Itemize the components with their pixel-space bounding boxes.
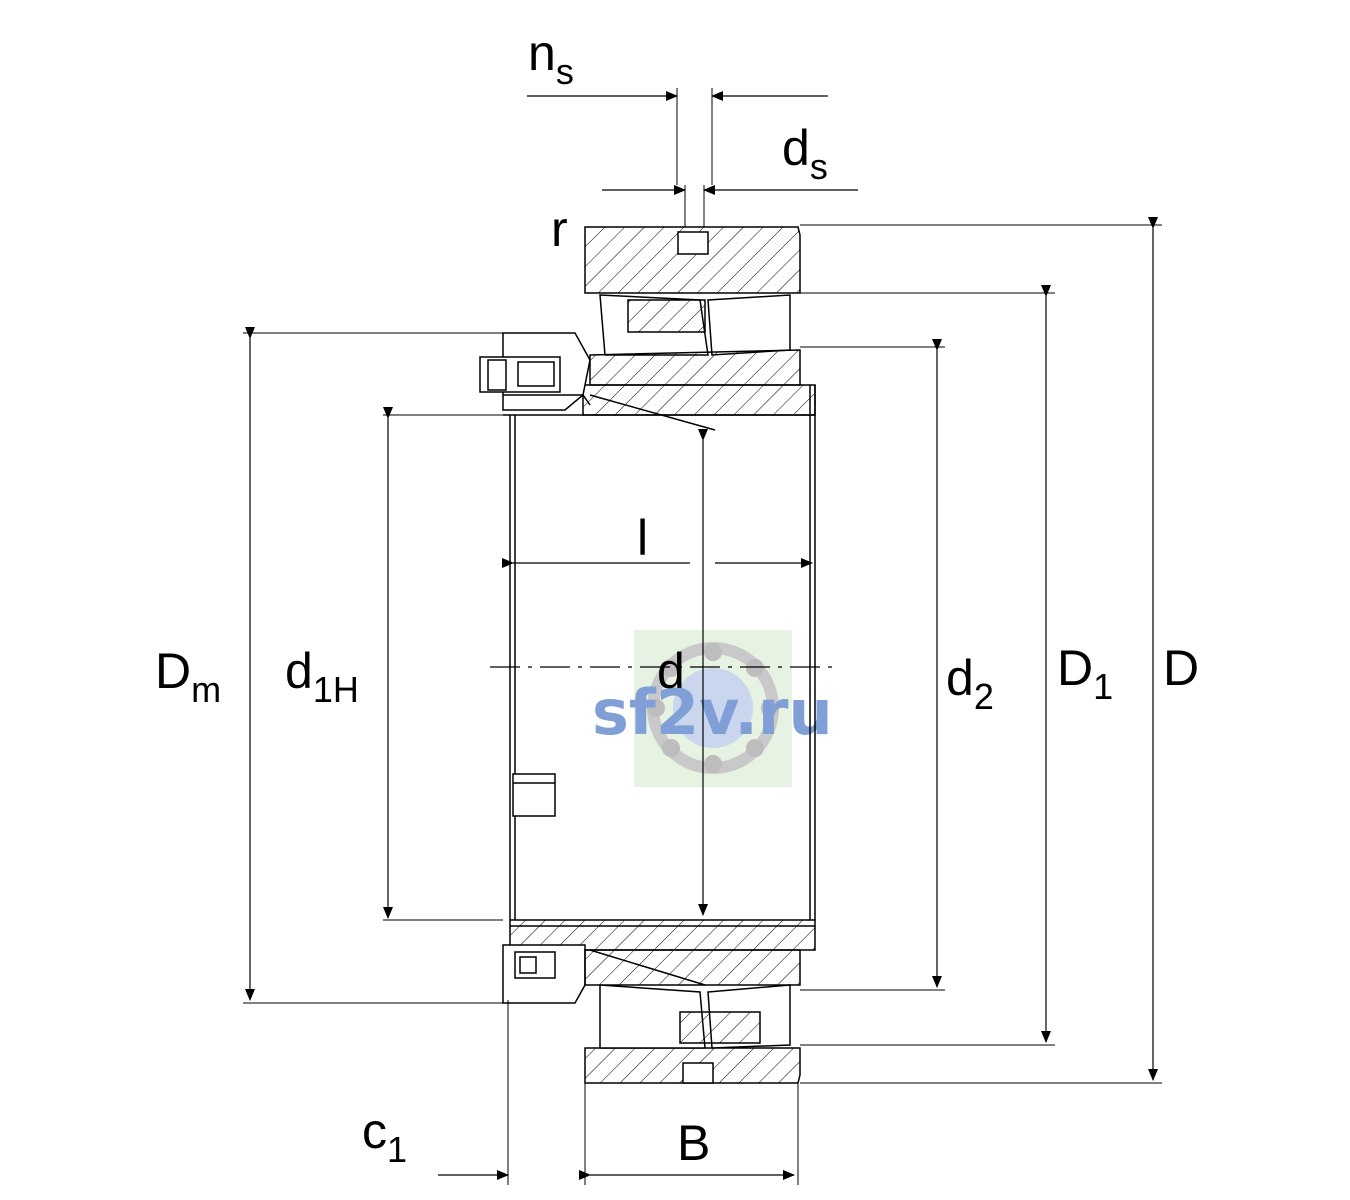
label-d1H: d1H xyxy=(285,643,359,710)
label-r: r xyxy=(551,201,568,257)
watermark-text: sf2v.ru xyxy=(592,676,833,749)
label-D: D xyxy=(1163,640,1199,696)
bearing-geometry xyxy=(243,88,1162,1185)
watermark-logo: sf2v.ru xyxy=(592,630,833,787)
label-bore-d: d xyxy=(657,643,685,699)
dimension-lines xyxy=(245,91,1158,1180)
label-D1: D1 xyxy=(1057,640,1113,707)
dimension-labels: ns ds r Dm d1H l d d2 D1 D c1 B xyxy=(155,25,1199,1171)
label-Dm: Dm xyxy=(155,643,221,710)
label-d2: d2 xyxy=(946,650,994,717)
label-B: B xyxy=(677,1115,710,1171)
label-l: l xyxy=(637,510,648,566)
label-c1: c1 xyxy=(362,1103,407,1170)
label-ds: ds xyxy=(782,120,828,187)
label-ns: ns xyxy=(528,25,574,92)
